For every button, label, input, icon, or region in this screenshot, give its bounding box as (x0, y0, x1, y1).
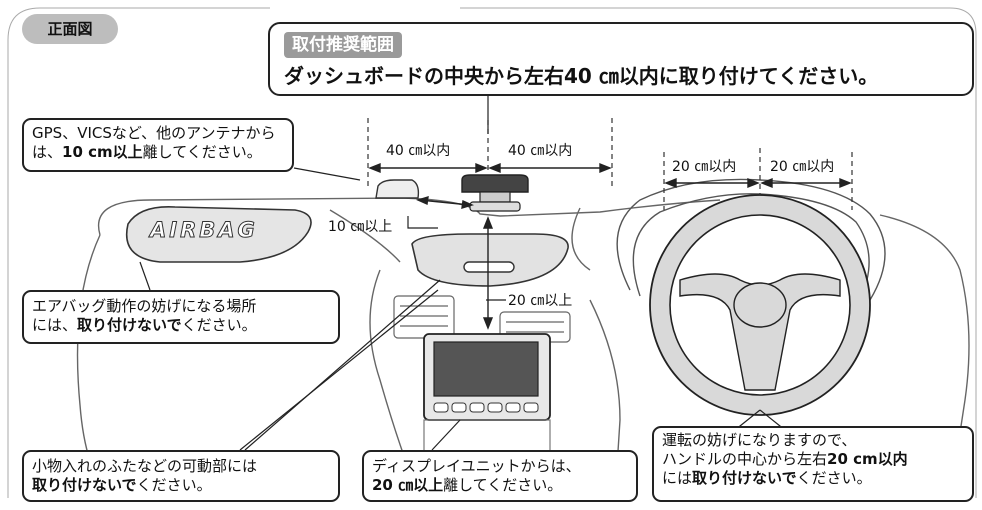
steering-callout-line3-bold: 取り付けないで (692, 469, 797, 487)
recommended-range-callout: 取付推奨範囲 ダッシュボードの中央から左右40 ㎝以内に取り付けてください。 (268, 22, 974, 96)
hood-slot (463, 261, 515, 273)
front-view-label: 正面図 (22, 14, 118, 44)
steering-callout-line3-pre: には (662, 469, 693, 487)
display-gap-label: 20 ㎝以上 (508, 293, 573, 309)
steering-callout-line2-bold: 20 cm以内 (827, 450, 908, 468)
steering-callout-line2-pre: ハンドルの中心から左右 (662, 450, 828, 468)
airbag-callout-line1: エアバッグ動作の妨げになる場所 (32, 297, 257, 315)
dimension-right-20: 20 ㎝以内 (770, 159, 835, 175)
steering-callout-line3-post: ください。 (796, 469, 872, 487)
steering-hub (733, 282, 787, 328)
display-unit (419, 333, 557, 498)
movable-parts-callout: 小物入れのふたなどの可動部には 取り付けないでください。 (22, 450, 340, 502)
antenna-callout-line2-bold: 10 cm以上 (62, 143, 143, 161)
steering-spokes (679, 273, 841, 391)
display-callout-line2-post: 離してください。 (443, 476, 563, 494)
antenna-callout-line1: GPS、VICSなど、他のアンテナから (32, 124, 276, 142)
other-antenna (375, 179, 420, 199)
airbag-callout-line2-bold: 取り付けないで (77, 316, 182, 334)
center-hood (411, 233, 569, 287)
antenna-callout-line2-pre: は、 (32, 143, 63, 161)
airbag-callout: エアバッグ動作の妨げになる場所 には、取り付けないでください。 (22, 290, 340, 344)
recommended-range-tag: 取付推奨範囲 (284, 32, 402, 58)
steering-callout-line1: 運転の妨げになりますので、 (662, 431, 857, 449)
frame-line (7, 7, 270, 498)
antenna-separation-callout: GPS、VICSなど、他のアンテナから は、10 cm以上離してください。 (22, 118, 294, 172)
dimension-left-20: 20 ㎝以内 (672, 159, 737, 175)
steering-callout: 運転の妨げになりますので、 ハンドルの中心から左右20 cm以内 には取り付けな… (652, 426, 974, 502)
display-separation-callout: ディスプレイユニットからは、 20 ㎝以上離してください。 (362, 450, 638, 502)
dimension-left-40: 40 ㎝以内 (386, 143, 451, 159)
movable-callout-line2-bold: 取り付けないで (32, 476, 137, 494)
airbag-label: AIRBAG (150, 218, 258, 243)
display-callout-line1: ディスプレイユニットからは、 (372, 457, 581, 475)
reference-lines (367, 118, 853, 210)
antenna-gap-label: 10 ㎝以上 (328, 219, 393, 235)
recommended-range-headline: ダッシュボードの中央から左右40 ㎝以内に取り付けてください。 (284, 64, 879, 88)
antenna-callout-line2-post: 離してください。 (142, 143, 262, 161)
gps-antenna (461, 174, 529, 212)
display-callout-line2-bold: 20 ㎝以上 (372, 476, 444, 494)
dimension-arrows (368, 162, 852, 330)
dimension-right-40: 40 ㎝以内 (508, 143, 573, 159)
movable-callout-line2-post: ください。 (136, 476, 212, 494)
airbag-panel (126, 206, 312, 263)
airbag-callout-line2-pre: には、 (32, 316, 78, 334)
movable-callout-line1: 小物入れのふたなどの可動部には (32, 457, 258, 475)
airbag-callout-line2-post: ください。 (181, 316, 257, 334)
